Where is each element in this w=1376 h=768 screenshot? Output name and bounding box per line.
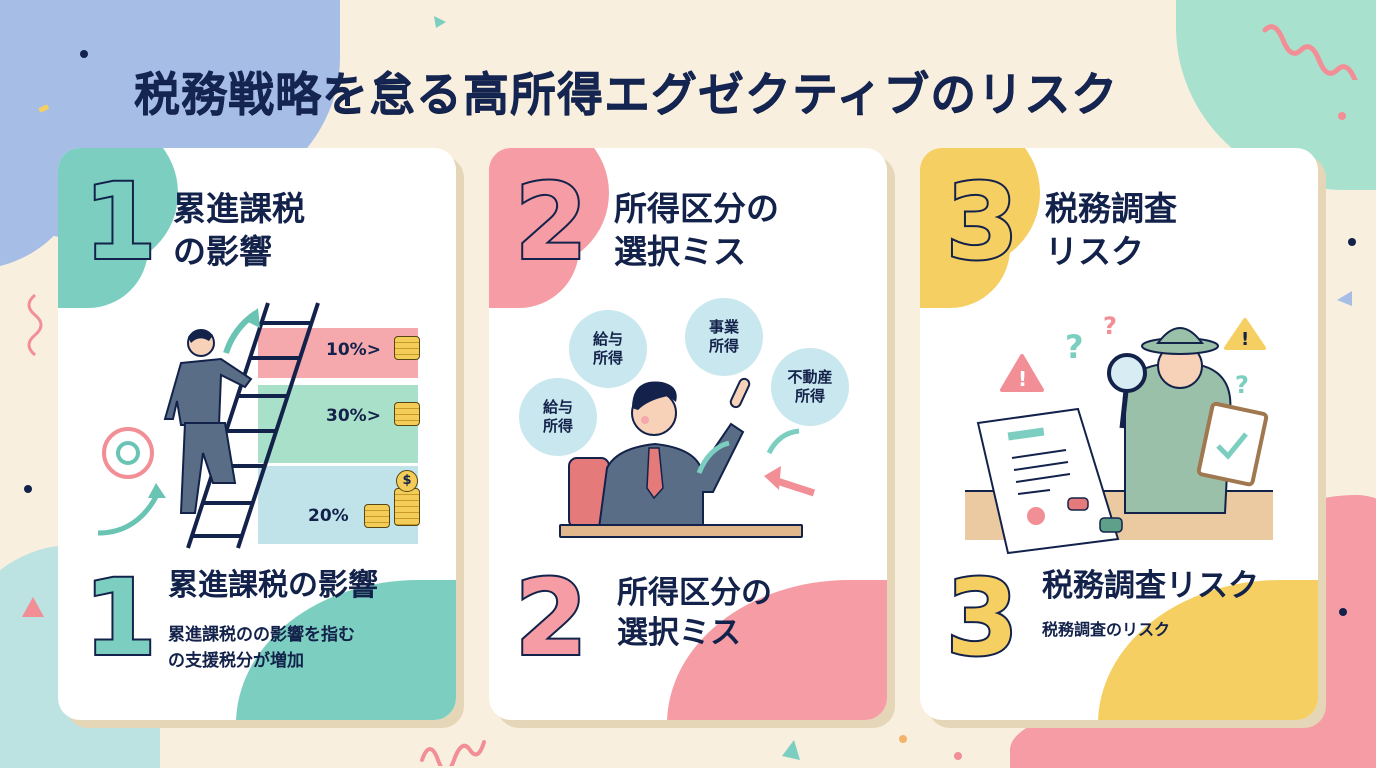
confetti-dot-icon (1348, 238, 1356, 246)
svg-text:!: ! (1241, 329, 1249, 350)
coin-stack-icon (394, 488, 420, 526)
inspector-scene-icon: ! ! ? ? ? (976, 312, 1269, 555)
card-number: 2 (513, 557, 589, 679)
income-type-bubble: 給与所得 (569, 310, 647, 388)
card-heading: 所得区分の 選択ミス (614, 188, 779, 274)
card-number: 3 (944, 161, 1020, 283)
confetti-dot-icon (24, 485, 32, 493)
triangle-icon (782, 740, 800, 760)
card-heading-line: 選択ミス (614, 231, 746, 271)
confetti-dot-icon (80, 50, 88, 58)
ladder-icon (186, 302, 320, 549)
triangle-icon (1337, 291, 1352, 306)
ladder-climber-illustration: 10%> 30%> 20% $ (58, 298, 456, 558)
card-number: 3 (944, 557, 1020, 679)
coin-stack-icon (394, 336, 420, 360)
coin-stack-icon (394, 402, 420, 426)
squiggle-icon (27, 293, 43, 357)
income-type-bubble: 不動産所得 (771, 348, 849, 426)
card-heading-line: 所得区分の (614, 189, 779, 228)
tax-band (258, 328, 418, 378)
card-description: 累進課税のの影響を指む の支援税分が増加 (168, 622, 355, 675)
card-number: 1 (82, 161, 158, 283)
card-subheading-line: 所得区分の (617, 575, 772, 611)
triangle-icon (434, 16, 446, 28)
card-heading-line: の影響 (173, 231, 272, 271)
tax-rate-label: 10%> (326, 340, 381, 360)
tax-rate-label: 20% (308, 506, 349, 526)
dollar-coin-icon: $ (396, 470, 418, 492)
svg-text:?: ? (1065, 328, 1084, 366)
card-heading-line: リスク (1045, 231, 1144, 271)
card-number: 1 (82, 557, 158, 679)
income-type-bubble: 給与所得 (519, 378, 597, 456)
card-heading: 累進課税 の影響 (173, 188, 305, 274)
card-heading-line: 累進課税 (173, 189, 305, 228)
card-heading: 税務調査 リスク (1045, 188, 1177, 274)
svg-text:?: ? (1103, 312, 1117, 340)
risk-card-tax-audit: 3 税務調査 リスク ! ! ? ? ? (920, 148, 1318, 720)
card-number: 2 (513, 161, 589, 283)
svg-text:!: ! (1018, 367, 1027, 391)
confetti-dot-icon (899, 735, 907, 743)
page-title: 税務戦略を怠る高所得エグゼクティブのリスク (134, 67, 1119, 121)
risk-card-income-classification: 2 所得区分の 選択ミス 給与所得 給与所得 事業所得 不動産所得 2 所得区分… (489, 148, 887, 720)
card-heading-line: 税務調査 (1045, 189, 1177, 228)
card-description-line: 累進課税のの影響を指む (168, 625, 355, 645)
risk-card-progressive-tax: 1 累進課税 の影響 10%> 30%> 20% $ (58, 148, 456, 720)
tax-band (258, 466, 418, 544)
confetti-dot-icon (1339, 608, 1347, 616)
tax-inspector-illustration: ! ! ? ? ? (920, 298, 1318, 558)
growth-arrows-icon (97, 308, 260, 536)
card-subheading: 所得区分の 選択ミス (617, 573, 772, 654)
card-subheading-line: 選択ミス (617, 615, 741, 652)
businessman-choosing-illustration: 給与所得 給与所得 事業所得 不動産所得 (489, 298, 887, 558)
confetti-icon (38, 104, 49, 113)
coin-stack-icon (364, 504, 390, 528)
card-description-line: の支援税分が増加 (168, 651, 304, 672)
businessman-icon (568, 377, 816, 529)
confetti-dot-icon (1338, 112, 1346, 120)
income-type-bubble: 事業所得 (685, 298, 763, 376)
squiggle-icon (420, 740, 486, 766)
card-subheading: 税務調査リスク (1042, 568, 1259, 604)
tax-rate-label: 30%> (326, 406, 381, 426)
card-description: 税務調査のリスク (1042, 620, 1171, 639)
desk-icon (559, 524, 803, 538)
triangle-icon (22, 597, 44, 617)
businessman-icon (163, 329, 253, 514)
squiggle-icon (1262, 24, 1358, 80)
card-subheading: 累進課税の影響 (168, 568, 378, 603)
confetti-dot-icon (954, 752, 962, 760)
svg-text:?: ? (1235, 371, 1249, 399)
